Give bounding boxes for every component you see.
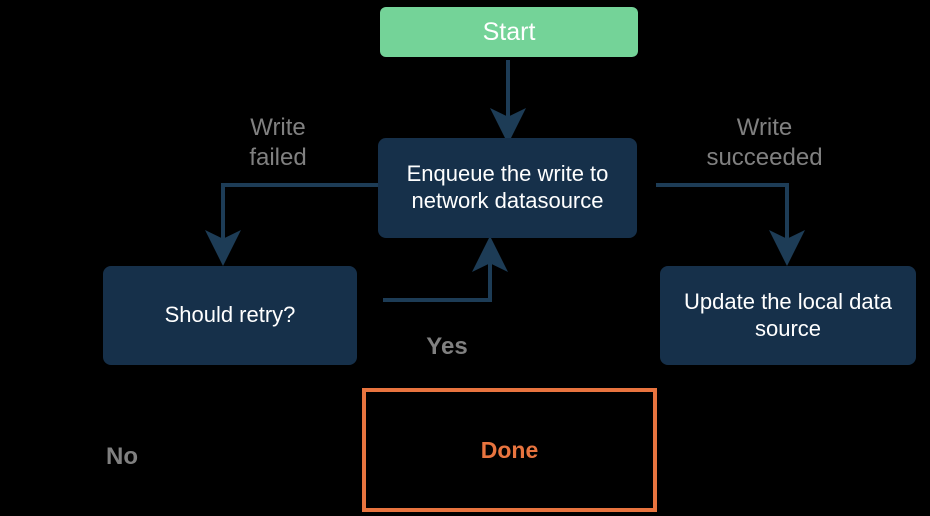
node-should-retry-label: Should retry? (164, 302, 296, 328)
node-should-retry[interactable]: Should retry? (103, 266, 357, 365)
edge-label-write-succeeded-line2: succeeded (706, 144, 823, 171)
edge-label-write-failed: Write failed (198, 113, 358, 173)
node-start-label: Start (482, 17, 536, 46)
node-enqueue-label: Enqueue the write to network datasource (406, 161, 609, 213)
edge-enqueue-to-should-retry (205, 183, 378, 266)
node-done[interactable]: Done (362, 388, 657, 512)
edge-label-write-failed-line1: Write (250, 114, 306, 141)
node-enqueue[interactable]: Enqueue the write to network datasource (378, 138, 637, 238)
edge-label-yes: Yes (426, 333, 468, 360)
edge-should-retry-to-enqueue (383, 236, 508, 302)
node-update-local[interactable]: Update the local data source (660, 266, 916, 365)
edge-label-write-succeeded: Write succeeded (672, 113, 857, 173)
node-start[interactable]: Start (380, 7, 638, 57)
edge-label-write-failed-line2: failed (249, 144, 307, 171)
edge-label-no: No (106, 443, 138, 470)
edge-enqueue-to-update-local (656, 183, 805, 266)
node-done-label: Done (480, 436, 539, 463)
node-update-local-label: Update the local data source (684, 288, 892, 341)
edge-label-write-succeeded-line1: Write (736, 114, 793, 141)
